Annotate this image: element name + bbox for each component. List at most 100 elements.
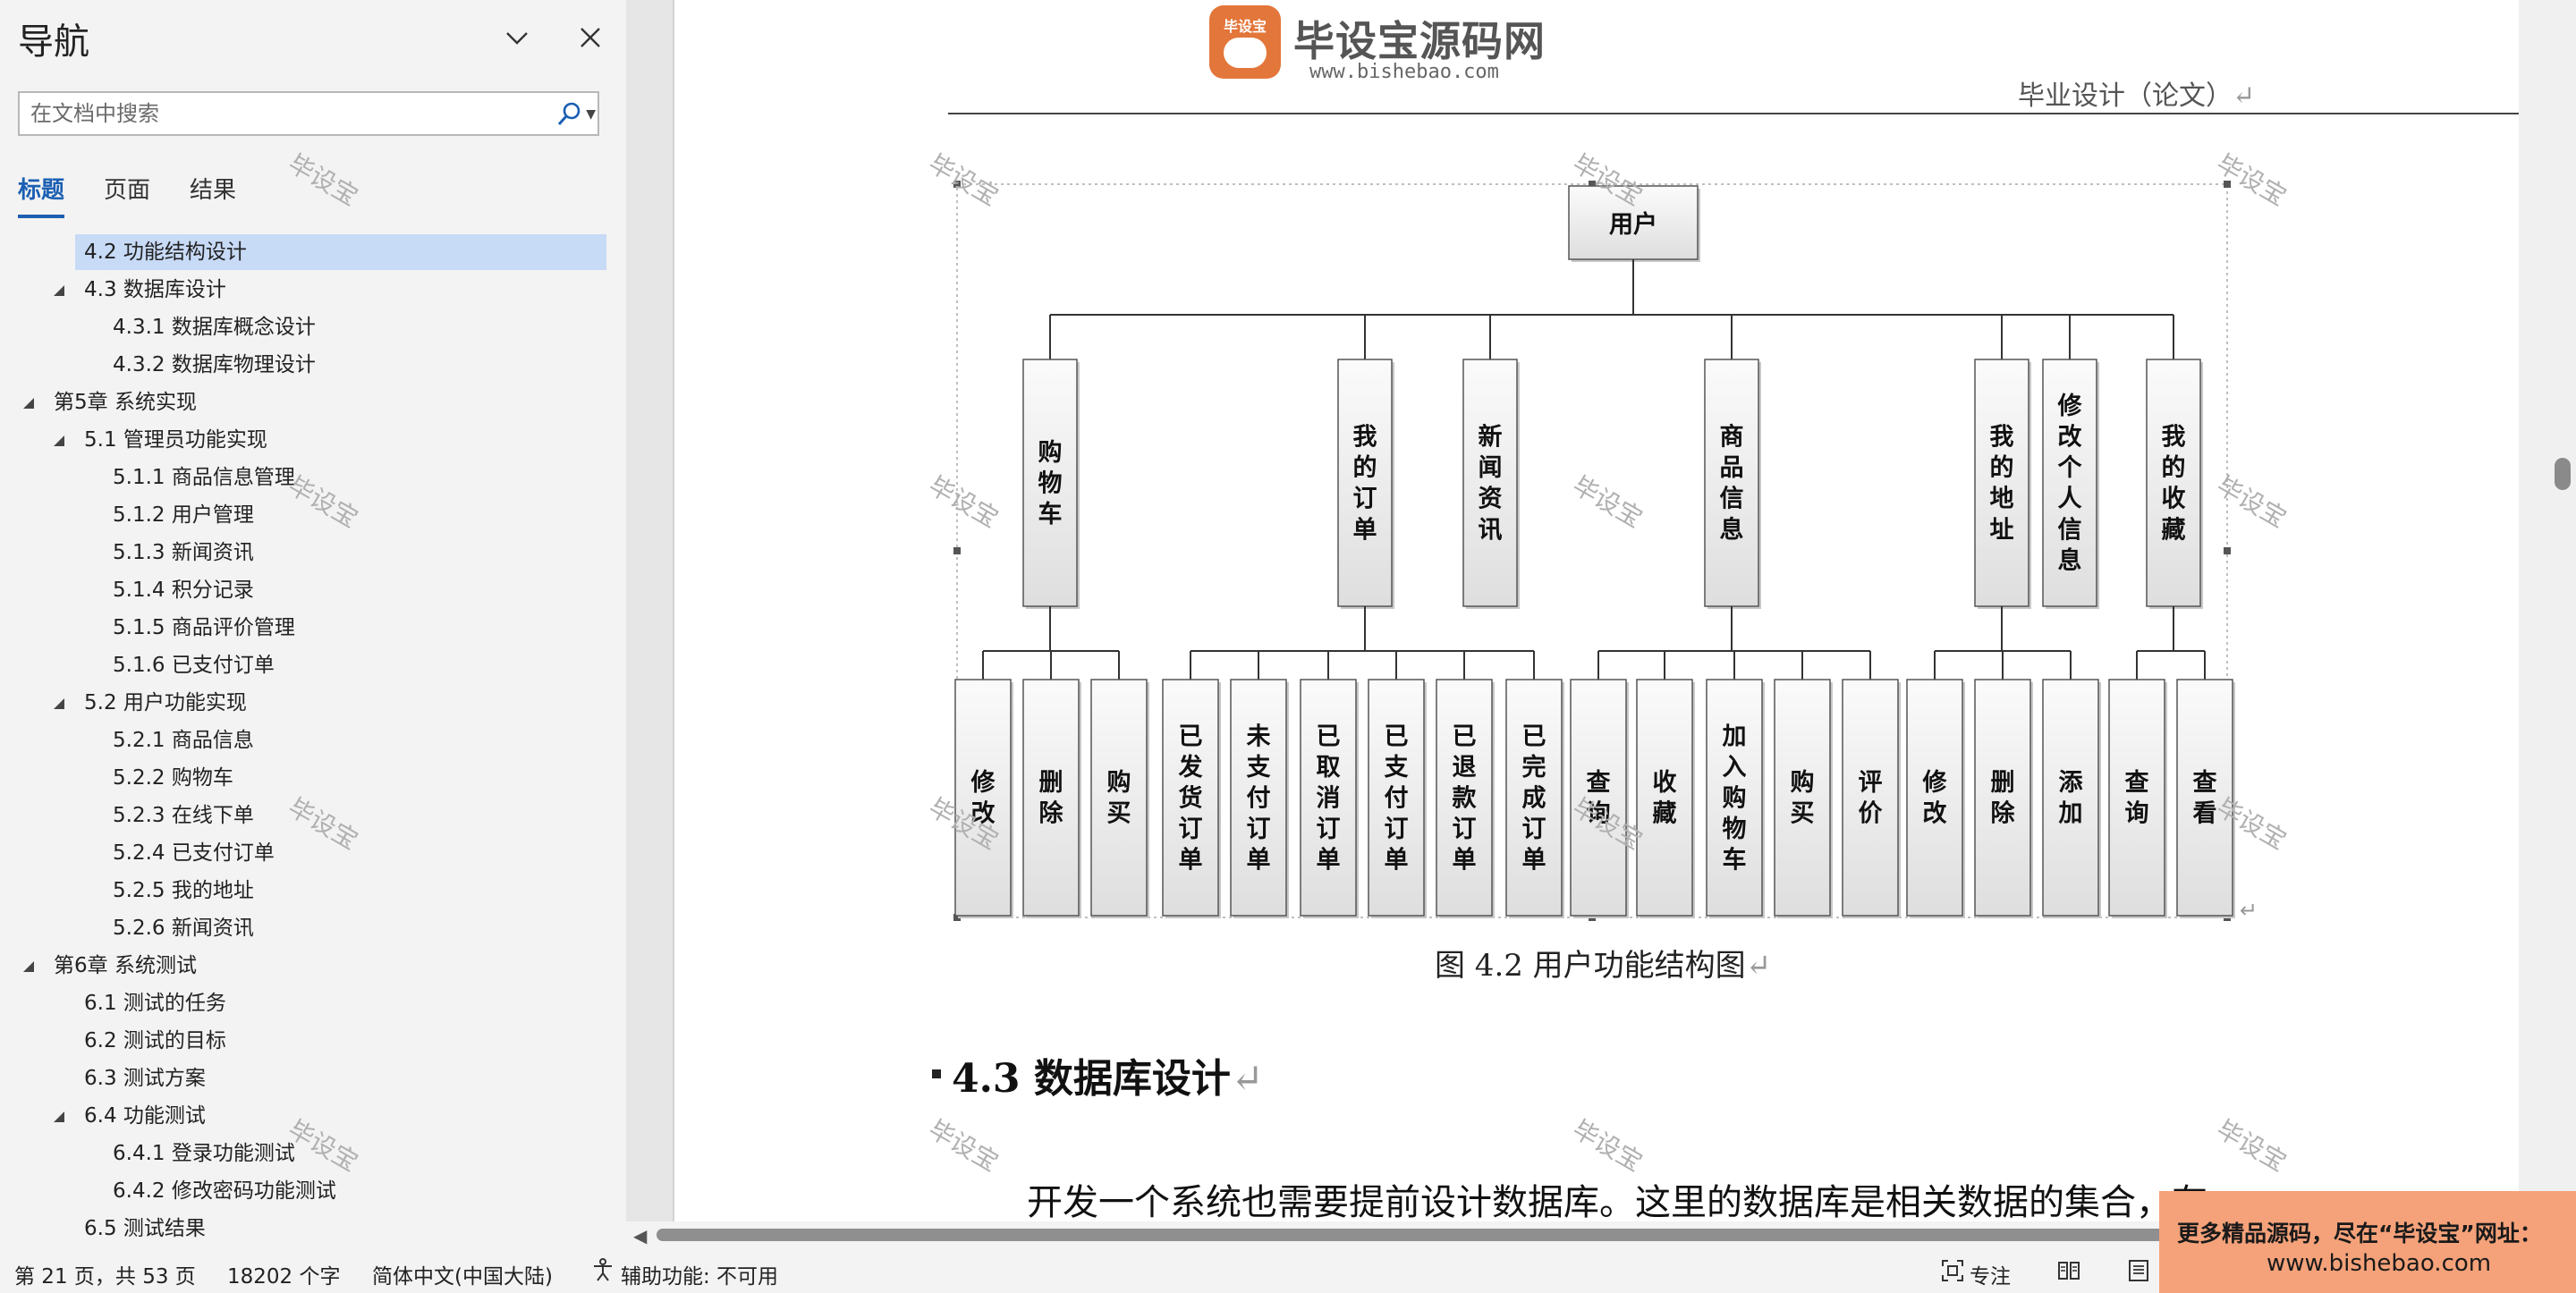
heading-item[interactable]: 6.4.1 登录功能测试: [104, 1136, 295, 1171]
heading-item[interactable]: 6.4 功能测试: [75, 1098, 206, 1134]
document-page[interactable]: 毕业设计（论文）↵ 用户购物车我的订单新闻资讯商品信息我的地址修改个人信息我的收…: [674, 0, 2519, 1221]
status-focus-label[interactable]: 专注: [1970, 1265, 2011, 1289]
heading-item[interactable]: 4.3.2 数据库物理设计: [104, 347, 316, 383]
collapse-triangle-icon[interactable]: [21, 959, 36, 974]
nav-search-input[interactable]: [20, 93, 547, 134]
vertical-scroll-thumb[interactable]: [2555, 458, 2571, 490]
diagram-leaf-node[interactable]: [1436, 679, 1493, 917]
heading-item[interactable]: 5.2 用户功能实现: [75, 685, 247, 721]
status-word-count[interactable]: 18202 个字: [227, 1265, 341, 1289]
heading-item[interactable]: 5.2.5 我的地址: [104, 873, 254, 908]
heading-item[interactable]: 5.2.6 新闻资讯: [104, 910, 254, 946]
diagram-leaf-node[interactable]: [2042, 679, 2099, 917]
read-mode-icon[interactable]: [2057, 1260, 2080, 1281]
diagram-leaf-node[interactable]: [1774, 679, 1831, 917]
diagram-leaf-node[interactable]: [1022, 679, 1080, 917]
heading-item-label: 5.1.2 用户管理: [113, 503, 254, 527]
vertical-scrollbar[interactable]: [2519, 0, 2576, 1221]
resize-handle[interactable]: [2224, 181, 2231, 188]
heading-item[interactable]: 5.2.4 已支付订单: [104, 835, 275, 871]
heading-item[interactable]: 6.4.2 修改密码功能测试: [104, 1173, 336, 1209]
collapse-triangle-icon[interactable]: [52, 697, 66, 711]
heading-item[interactable]: 5.1.2 用户管理: [104, 497, 254, 533]
heading-item-label: 5.2.4 已支付订单: [113, 841, 275, 865]
diagram-module-node[interactable]: [1704, 359, 1759, 607]
resize-handle[interactable]: [1589, 181, 1596, 188]
diagram-leaf-node[interactable]: [1090, 679, 1148, 917]
nav-options-chevron-icon[interactable]: [497, 18, 537, 57]
heading-item[interactable]: 第5章 系统实现: [45, 385, 197, 420]
heading-item-label: 5.2.2 购物车: [113, 766, 233, 790]
diagram-leaf-node[interactable]: [1162, 679, 1219, 917]
nav-search-box[interactable]: ▼: [18, 91, 599, 136]
paragraph-mark: ↵: [1745, 948, 1772, 984]
heading-item[interactable]: 5.1.4 积分记录: [104, 572, 254, 608]
heading-item[interactable]: 6.5 测试结果: [75, 1211, 206, 1247]
resize-handle[interactable]: [953, 181, 961, 188]
diagram-module-node[interactable]: [1462, 359, 1518, 607]
heading-bullet: [932, 1069, 941, 1078]
collapse-triangle-icon[interactable]: [52, 283, 66, 298]
tab-headings[interactable]: 标题: [18, 172, 65, 218]
diagram-module-node[interactable]: [1022, 359, 1078, 607]
diagram-leaf-node[interactable]: [2108, 679, 2165, 917]
diagram-leaf-node[interactable]: [1706, 679, 1763, 917]
collapse-triangle-icon[interactable]: [52, 434, 66, 448]
collapse-triangle-icon[interactable]: [52, 1110, 66, 1124]
print-layout-icon[interactable]: [2127, 1260, 2150, 1281]
diagram-module-node[interactable]: [2146, 359, 2201, 607]
heading-item[interactable]: 第6章 系统测试: [45, 948, 197, 984]
diagram-leaf-node[interactable]: [1842, 679, 1899, 917]
horizontal-scrollbar[interactable]: ◀: [626, 1221, 2519, 1247]
document-area[interactable]: 毕业设计（论文）↵ 用户购物车我的订单新闻资讯商品信息我的地址修改个人信息我的收…: [674, 0, 2519, 1221]
diagram-leaf-node[interactable]: [1368, 679, 1425, 917]
heading-item[interactable]: 5.1.1 商品信息管理: [104, 460, 295, 495]
heading-item[interactable]: 4.2 功能结构设计: [75, 234, 606, 270]
horizontal-scroll-thumb[interactable]: [657, 1229, 2267, 1241]
diagram-leaf-node[interactable]: [1636, 679, 1693, 917]
tab-pages[interactable]: 页面: [104, 177, 151, 204]
focus-mode-icon[interactable]: [1941, 1259, 1964, 1282]
diagram-leaf-node[interactable]: [1300, 679, 1357, 917]
heading-item[interactable]: 6.3 测试方案: [75, 1061, 206, 1096]
nav-close-icon[interactable]: [571, 18, 610, 57]
diagram-module-node[interactable]: [2042, 359, 2097, 607]
user-function-structure-diagram[interactable]: 用户购物车我的订单新闻资讯商品信息我的地址修改个人信息我的收藏修改删除购买已发货…: [674, 0, 2519, 1221]
heading-item[interactable]: 5.1.6 已支付订单: [104, 647, 275, 683]
tab-results[interactable]: 结果: [190, 177, 237, 204]
heading-item[interactable]: 5.2.2 购物车: [104, 760, 233, 796]
heading-item-label: 5.1.6 已支付订单: [113, 654, 275, 677]
diagram-root-node[interactable]: [1568, 185, 1699, 260]
diagram-leaf-node[interactable]: [1570, 679, 1627, 917]
heading-item[interactable]: 5.2.1 商品信息: [104, 723, 254, 758]
heading-item-label: 6.4.2 修改密码功能测试: [113, 1179, 336, 1203]
resize-handle[interactable]: [953, 914, 961, 921]
heading-item[interactable]: 6.2 测试的目标: [75, 1023, 226, 1059]
diagram-module-node[interactable]: [1974, 359, 2029, 607]
heading-item[interactable]: 5.1.3 新闻资讯: [104, 535, 254, 570]
resize-handle[interactable]: [953, 547, 961, 554]
status-language[interactable]: 简体中文(中国大陆): [372, 1265, 553, 1289]
diagram-module-node[interactable]: [1337, 359, 1393, 607]
heading-item[interactable]: 5.1 管理员功能实现: [75, 422, 267, 458]
heading-item[interactable]: 5.1.5 商品评价管理: [104, 610, 295, 646]
diagram-leaf-node[interactable]: [1906, 679, 1963, 917]
resize-handle[interactable]: [2224, 547, 2231, 554]
heading-item[interactable]: 4.3.1 数据库概念设计: [104, 309, 316, 345]
heading-item[interactable]: 6.1 测试的任务: [75, 985, 226, 1021]
search-options-chevron-icon[interactable]: ▼: [586, 107, 596, 122]
diagram-leaf-node[interactable]: [954, 679, 1012, 917]
accessibility-icon[interactable]: [590, 1257, 615, 1282]
nav-splitter[interactable]: [626, 0, 673, 1247]
diagram-leaf-node[interactable]: [2176, 679, 2233, 917]
search-icon[interactable]: [556, 100, 583, 127]
diagram-leaf-node[interactable]: [1230, 679, 1287, 917]
diagram-leaf-node[interactable]: [1505, 679, 1563, 917]
heading-item[interactable]: 4.3 数据库设计: [75, 272, 226, 308]
collapse-triangle-icon[interactable]: [21, 396, 36, 410]
status-page-count[interactable]: 第 21 页，共 53 页: [14, 1265, 196, 1289]
heading-item[interactable]: 5.2.3 在线下单: [104, 798, 254, 833]
status-accessibility[interactable]: 辅助功能: 不可用: [621, 1265, 779, 1289]
scroll-left-arrow-icon[interactable]: ◀: [633, 1225, 648, 1247]
diagram-leaf-node[interactable]: [1974, 679, 2031, 917]
